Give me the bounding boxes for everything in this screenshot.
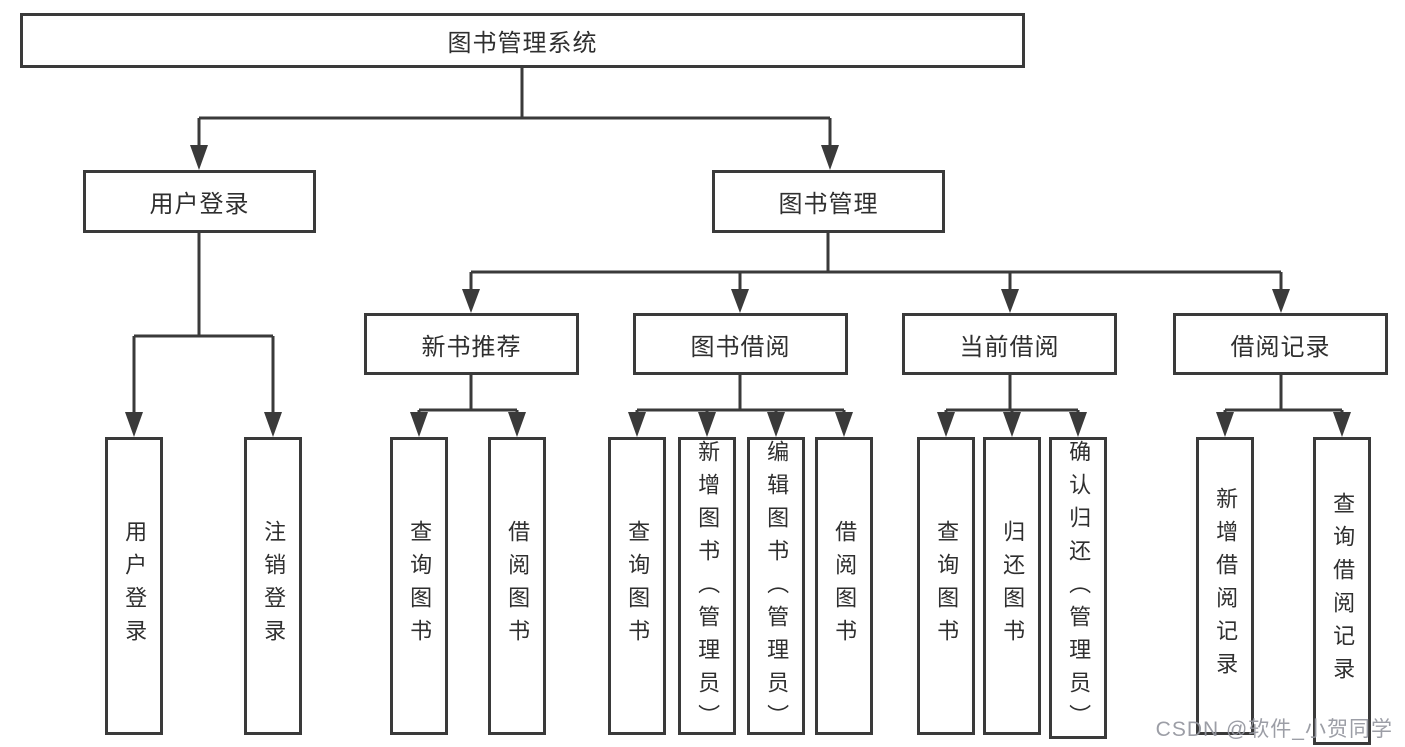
node-label: 确认归还（管理员） — [1066, 440, 1092, 737]
node-label: 图书借阅 — [690, 333, 791, 361]
node-label: 用户登录 — [122, 520, 148, 652]
node-label: 借阅图书 — [832, 520, 858, 652]
node-book-borrowing: 图书借阅 — [633, 313, 848, 375]
leaf-edit-books-admin: 编辑图书（管理员） — [747, 437, 805, 737]
leaf-borrow-books-recommendation: 借阅图书 — [488, 437, 546, 735]
node-label: 新增图书（管理员） — [695, 440, 721, 737]
connector-new-book-recommendation-to-children — [410, 375, 526, 437]
node-label: 图书管理系统 — [447, 30, 598, 57]
leaf-user-login: 用户登录 — [105, 437, 163, 735]
connector-current-borrowing-to-children — [937, 375, 1087, 437]
node-borrowing-records: 借阅记录 — [1173, 313, 1388, 375]
node-label: 编辑图书（管理员） — [764, 440, 790, 737]
connector-root-to-level2 — [190, 68, 839, 170]
node-book-management: 图书管理 — [712, 170, 945, 233]
node-label: 借阅图书 — [505, 520, 531, 652]
node-label: 注销登录 — [261, 520, 287, 652]
node-current-borrowing: 当前借阅 — [902, 313, 1117, 375]
node-label: 用户登录 — [149, 191, 250, 218]
leaf-query-books-current: 查询图书 — [917, 437, 975, 735]
leaf-add-borrow-record: 新增借阅记录 — [1196, 437, 1254, 735]
node-label: 借阅记录 — [1230, 333, 1331, 361]
node-label: 新增借阅记录 — [1213, 487, 1239, 685]
csdn-watermark: CSDN @软件_小贺同学 — [1155, 718, 1393, 741]
leaf-confirm-return-admin: 确认归还（管理员） — [1049, 437, 1107, 739]
leaf-return-books: 归还图书 — [983, 437, 1041, 735]
node-label: 查询借阅记录 — [1330, 492, 1356, 690]
leaf-query-books-borrowing: 查询图书 — [608, 437, 666, 735]
node-label: 归还图书 — [1000, 520, 1026, 652]
node-label: 查询图书 — [407, 520, 433, 652]
leaf-add-books-admin: 新增图书（管理员） — [678, 437, 736, 737]
connector-user-login-to-children — [125, 233, 282, 437]
connector-book-borrowing-to-children — [628, 375, 853, 437]
leaf-logout: 注销登录 — [244, 437, 302, 735]
node-label: 图书管理 — [778, 191, 879, 218]
node-label: 当前借阅 — [959, 333, 1060, 361]
node-new-book-recommendation: 新书推荐 — [364, 313, 579, 375]
connector-borrowing-records-to-children — [1216, 375, 1351, 437]
node-user-login: 用户登录 — [83, 170, 316, 233]
leaf-query-books-recommendation: 查询图书 — [390, 437, 448, 735]
node-label: 查询图书 — [625, 520, 651, 652]
node-label: 新书推荐 — [421, 333, 522, 361]
node-label: 查询图书 — [934, 520, 960, 652]
node-book-management-system: 图书管理系统 — [20, 13, 1025, 68]
leaf-query-borrow-record: 查询借阅记录 — [1313, 437, 1371, 745]
connector-book-management-to-level3 — [462, 233, 1290, 313]
leaf-borrow-books-borrowing: 借阅图书 — [815, 437, 873, 735]
